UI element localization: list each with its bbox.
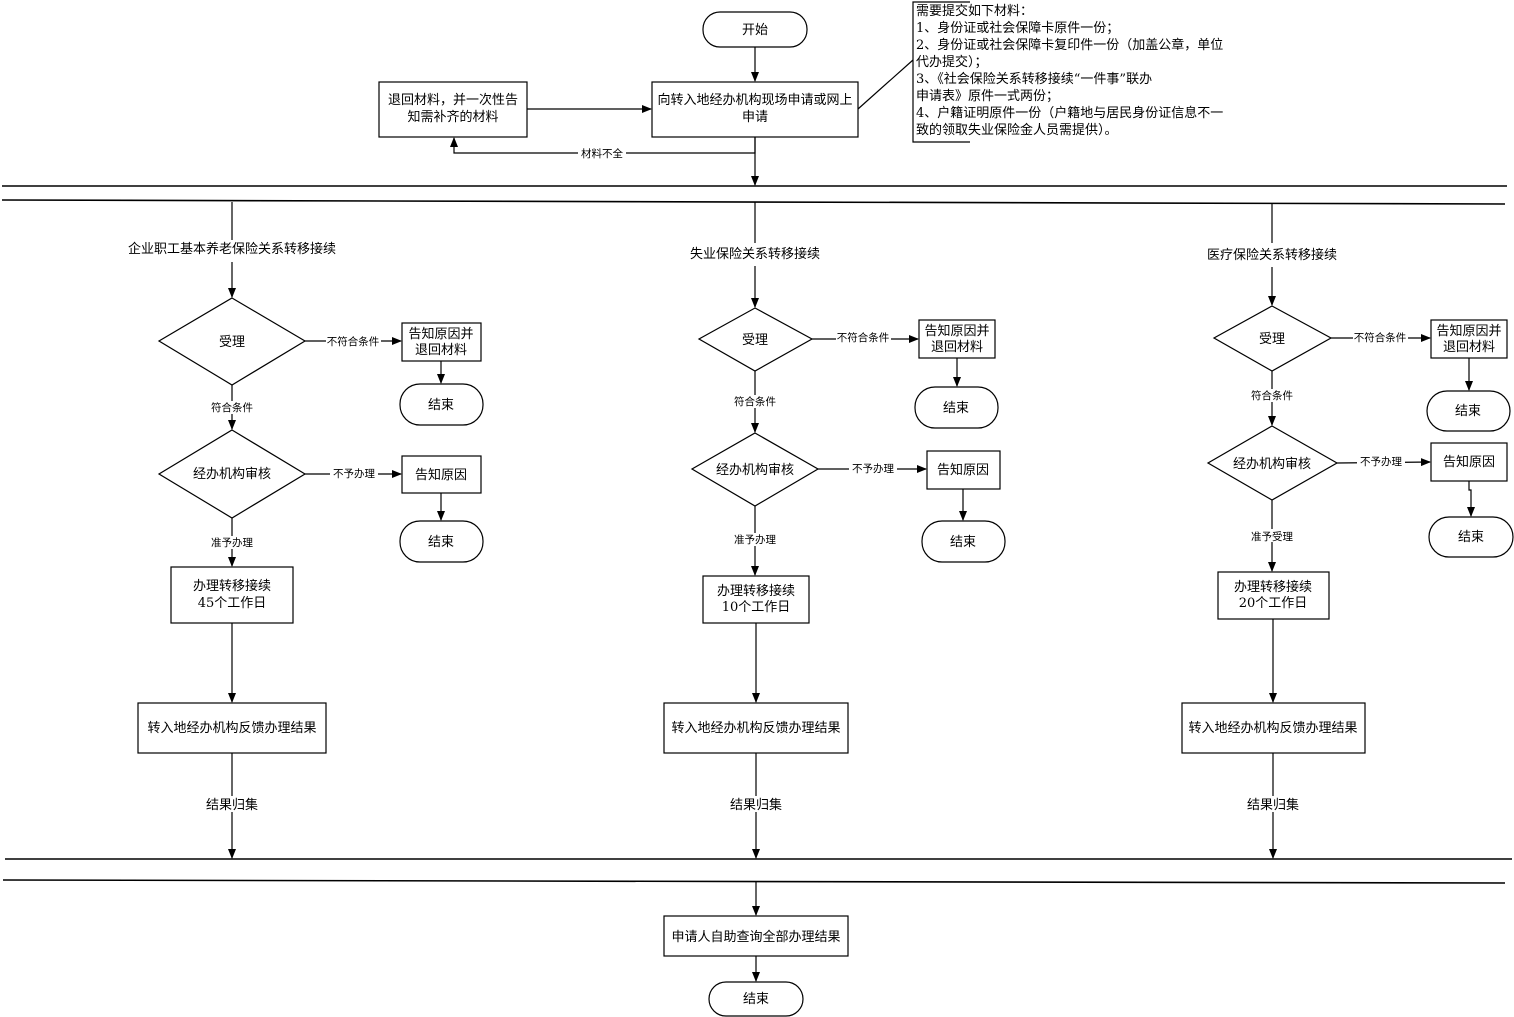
col3-accept-label: 受理	[1259, 332, 1285, 347]
col2-collect-label: 结果归集	[730, 797, 782, 813]
req-line-2: 1、身份证或社会保障卡原件一份；	[916, 20, 1119, 36]
col3-deny-box	[1430, 442, 1508, 482]
col2-ok-label: 符合条件	[734, 395, 776, 408]
col1-end2-label: 结束	[428, 535, 454, 550]
column-unemployment: 失业保险关系转移接续 受理 不符合条件 告知原因并 退回材料 结束 符合条件 经…	[663, 202, 1006, 859]
col2-reject-line-1: 告知原因并	[924, 323, 989, 339]
return-materials-box: 退回材料，并一次性告 知需补齐的材料	[378, 81, 528, 138]
col2-process-line-2: 10个工作日	[722, 600, 791, 615]
col1-reject-box	[401, 322, 482, 362]
req-line-1: 需要提交如下材料：	[916, 3, 1033, 19]
col1-approve-label: 准予办理	[211, 536, 253, 549]
col2-feedback-box	[663, 702, 849, 754]
col3-arrow-end2	[1467, 481, 1475, 517]
col3-process-box	[1217, 571, 1330, 620]
col2-end2	[921, 520, 1006, 563]
col1-ok-label: 符合条件	[211, 401, 253, 414]
col1-title: 企业职工基本养老保险关系转移接续	[128, 241, 336, 257]
col2-deny-text: 告知原因	[937, 462, 989, 478]
col2-approve-label: 准予办理	[734, 533, 776, 546]
col3-feedback-text: 转入地经办机构反馈办理结果	[1188, 721, 1357, 736]
col1-reject-line-2: 退回材料	[415, 343, 467, 358]
col3-process-line-2: 20个工作日	[1239, 596, 1308, 611]
col3-collect-label: 结果归集	[1247, 797, 1299, 813]
col3-reject-box	[1430, 319, 1508, 359]
col1-feedback-text: 转入地经办机构反馈办理结果	[147, 721, 316, 736]
apply-line-2: 申请	[742, 110, 768, 125]
req-line-5: 3、《社会保险关系转移接续“一件事”联办	[916, 71, 1152, 87]
col3-deny-text: 告知原因	[1443, 454, 1495, 470]
col2-accept-label: 受理	[742, 333, 768, 348]
col1-review-label: 经办机构审核	[193, 467, 271, 482]
col3-reject-label: 不符合条件	[1354, 331, 1407, 344]
col1-end1-label: 结束	[428, 398, 454, 413]
req-line-8: 致的领取失业保险金人员需提供）。	[916, 122, 1118, 138]
col1-process-box	[170, 566, 294, 624]
col1-deny-label: 不予办理	[333, 467, 375, 480]
col1-process-line-1: 办理转移接续	[193, 578, 271, 594]
col2-deny-label: 不予办理	[852, 462, 894, 475]
col2-reject-box	[918, 319, 996, 359]
col3-review-label: 经办机构审核	[1233, 457, 1311, 472]
col2-end1	[914, 386, 999, 429]
col1-end2	[399, 520, 484, 563]
col2-end2-label: 结束	[950, 535, 976, 550]
req-line-6: 申请表》原件一式两份；	[916, 89, 1059, 104]
col1-end1	[399, 383, 484, 426]
col1-deny-text: 告知原因	[415, 467, 467, 483]
col3-end1	[1426, 390, 1511, 432]
start-label: 开始	[742, 23, 768, 38]
query-box	[663, 915, 849, 957]
col3-title: 医疗保险关系转移接续	[1207, 247, 1337, 263]
apply-box: 向转入地经办机构现场申请或网上 申请	[651, 81, 859, 138]
col3-end1-label: 结束	[1455, 404, 1481, 419]
col1-reject-label: 不符合条件	[327, 335, 380, 348]
col2-reject-label: 不符合条件	[837, 331, 890, 344]
req-line-4: 代办提交）；	[916, 54, 988, 70]
col2-reject-line-2: 退回材料	[931, 340, 983, 355]
req-line-3: 2、身份证或社会保障卡复印件一份（加盖公章，单位	[916, 37, 1223, 53]
col3-reject-line-2: 退回材料	[1443, 340, 1495, 355]
return-line-2: 知需补齐的材料	[407, 109, 498, 125]
col2-feedback-text: 转入地经办机构反馈办理结果	[671, 721, 840, 736]
col3-feedback-box	[1181, 702, 1366, 754]
col3-end2-label: 结束	[1458, 530, 1484, 545]
col2-title: 失业保险关系转移接续	[690, 246, 820, 262]
start-node: 开始	[702, 11, 808, 48]
col3-process-line-1: 办理转移接续	[1234, 579, 1312, 595]
col3-approve-label: 准予受理	[1251, 531, 1293, 543]
col1-reject-line-1: 告知原因并	[408, 326, 473, 342]
col1-feedback-box	[137, 702, 327, 754]
col1-collect-label: 结果归集	[206, 797, 258, 813]
column-medical: 医疗保险关系转移接续 受理 不符合条件 告知原因并 退回材料 结束 符合条件 经…	[1181, 204, 1514, 859]
col2-process-line-1: 办理转移接续	[717, 583, 795, 599]
col3-end2	[1428, 516, 1514, 558]
col3-deny-label: 不予办理	[1360, 455, 1402, 468]
col2-process-box	[702, 575, 810, 624]
col3-ok-label: 符合条件	[1251, 389, 1293, 402]
col1-deny-box	[401, 455, 482, 494]
col3-reject-line-1: 告知原因并	[1436, 323, 1501, 339]
req-line-7: 4、户籍证明原件一份（户籍地与居民身份证信息不一	[916, 105, 1223, 121]
final-end	[708, 981, 804, 1017]
query-text: 申请人自助查询全部办理结果	[671, 929, 840, 945]
apply-line-1: 向转入地经办机构现场申请或网上	[657, 92, 852, 108]
col1-process-line-2: 45个工作日	[198, 596, 267, 611]
column-pension: 企业职工基本养老保险关系转移接续 受理 不符合条件 告知原因并 退回材料 结束 …	[128, 202, 484, 859]
note-bracket	[912, 1, 970, 143]
col1-accept-label: 受理	[219, 335, 245, 350]
col2-end1-label: 结束	[943, 401, 969, 416]
separator-top-2	[1, 199, 1506, 205]
col2-review-label: 经办机构审核	[716, 463, 794, 478]
incomplete-label: 材料不全	[581, 147, 623, 160]
final-end-label: 结束	[743, 992, 769, 1007]
return-line-1: 退回材料，并一次性告	[388, 92, 518, 108]
separator-bottom-2	[2, 879, 1506, 884]
note-connector	[857, 59, 914, 110]
requirements-note: 需要提交如下材料： 1、身份证或社会保障卡原件一份； 2、身份证或社会保障卡复印…	[916, 3, 1223, 138]
